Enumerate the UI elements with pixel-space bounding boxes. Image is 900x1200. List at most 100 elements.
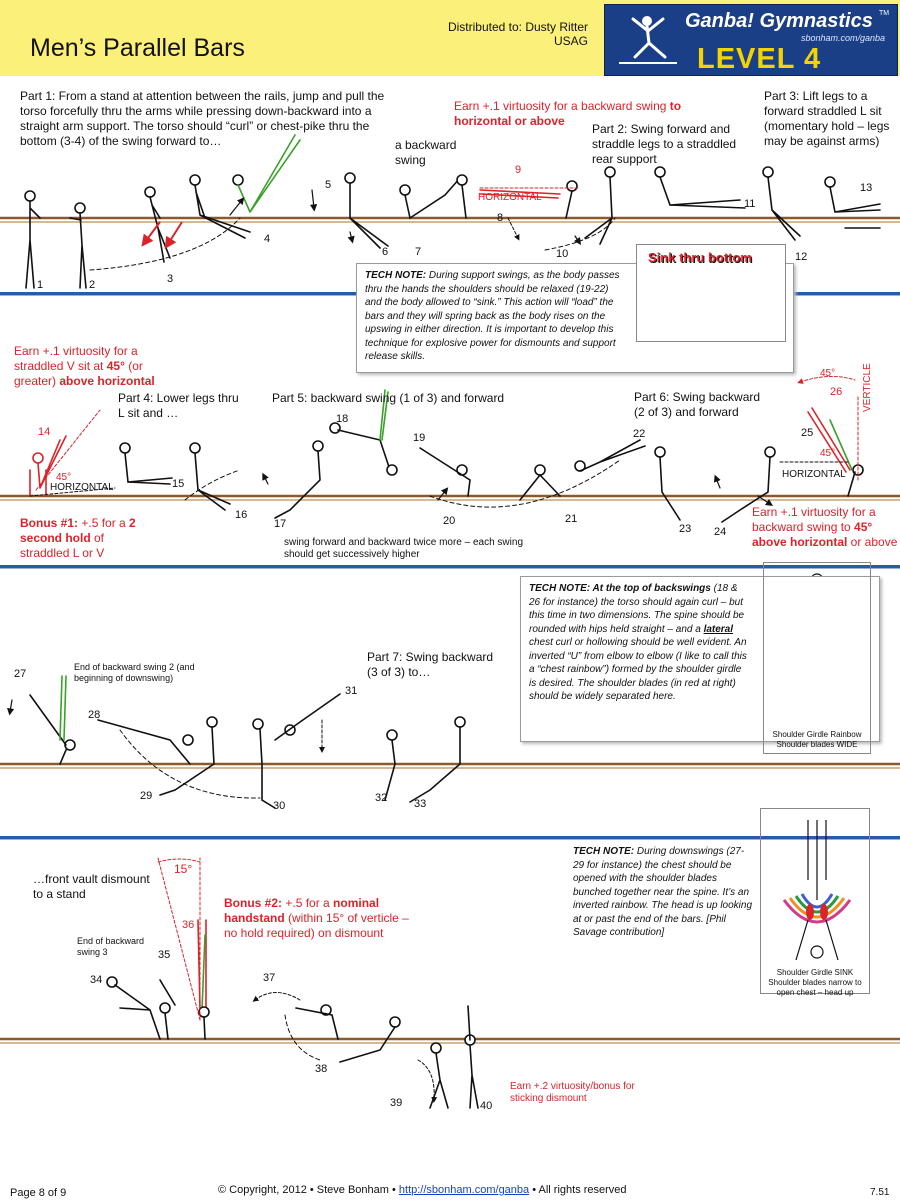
step-number: 26 (830, 386, 843, 398)
step-number: 31 (345, 685, 358, 697)
earn-45-c: or above (847, 535, 898, 549)
bonus1-c: 2 second hold (20, 516, 136, 545)
horizontal-label-right: HORIZONTAL (782, 469, 846, 480)
sink-caption-2: Shoulder blades narrow to open chest – h… (768, 978, 862, 997)
step-number: 22 (633, 428, 646, 440)
logo-level: LEVEL 4 (697, 43, 822, 75)
step-number: 5 (325, 179, 332, 191)
deg45-label-top: 45° (820, 368, 836, 379)
page-title: Men’s Parallel Bars (30, 34, 245, 62)
step-number: 35 (158, 949, 171, 961)
step-number: 8 (497, 212, 504, 224)
part6-description: Part 6: Swing backward (2 of 3) and forw… (634, 390, 761, 419)
earn-45-a: Earn +.1 virtuosity for a backward swing… (752, 505, 876, 534)
bonus1-description: Bonus #1: +.5 for a 2 second hold of str… (20, 516, 150, 561)
step-number: 11 (744, 198, 756, 210)
step-number: 15 (172, 478, 185, 490)
step-number: 38 (315, 1063, 328, 1075)
sink-caption: Shoulder Girdle SINK Shoulder blades nar… (762, 968, 868, 998)
step-number: 9 (515, 164, 522, 176)
step-number: 33 (414, 798, 427, 810)
copyright-text: © Copyright, 2012 • Steve Bonham • (218, 1184, 399, 1196)
tech-note-bold: TECH NOTE: At the top of backswings (529, 583, 711, 594)
sink-thru-bottom-box (636, 244, 786, 342)
step-number: 14 (38, 426, 51, 438)
logo-brand-text: Ganba! Gymnastics (685, 10, 873, 32)
step-number: 3 (167, 273, 174, 285)
deg45-label-left: 45° (56, 472, 72, 483)
part7-description: Part 7: Swing backward (3 of 3) to… (367, 650, 494, 679)
step-number: 6 (382, 246, 389, 258)
backward-swing-label: a backward swing (395, 138, 457, 167)
step-number: 24 (714, 526, 727, 538)
swing-note: swing forward and backward twice more – … (284, 537, 523, 560)
copyright-line: © Copyright, 2012 • Steve Bonham • http:… (218, 1184, 627, 1196)
end-backward-swing-3: End of backward swing 3 (77, 936, 145, 957)
step-number: 27 (14, 668, 27, 680)
step-number: 2 (89, 279, 96, 291)
step-number: 16 (235, 509, 248, 521)
deg45-label-right: 45° (820, 448, 836, 459)
earn-v-c: (or greater) (14, 359, 143, 388)
row2-figures (29, 376, 864, 523)
step-number: 17 (274, 518, 287, 530)
tech-note-backswings: TECH NOTE: At the top of backswings (18 … (520, 576, 880, 742)
ganba-link[interactable]: http://sbonham.com/ganba (398, 1184, 530, 1196)
bar-rails (0, 216, 900, 1044)
step-number: 29 (140, 790, 153, 802)
tech-note-bold: TECH NOTE: (573, 846, 635, 857)
gymnast-logo-icon (619, 16, 677, 64)
step-number: 32 (375, 792, 388, 804)
earn-bold: to horizontal or above (454, 99, 682, 128)
ganba-logo: Ganba! Gymnastics TM sbonham.com/ganba L… (604, 4, 898, 76)
step-number: 10 (556, 248, 569, 260)
step-number: 25 (801, 427, 814, 439)
step-number: 12 (795, 251, 808, 263)
bonus1-b: +.5 for a (78, 516, 130, 530)
step-number: 21 (565, 513, 578, 525)
row4-figures (106, 857, 479, 1109)
row1-figures (24, 134, 881, 289)
sink-thru-bottom-caption: Sink thru bottom (648, 250, 752, 265)
step-number: 18 (336, 413, 349, 425)
rainbow-caption: Shoulder Girdle Rainbow Shoulder blades … (766, 730, 868, 750)
sink-caption-1: Shoulder Girdle SINK (776, 968, 854, 977)
step-number: 7 (415, 246, 422, 258)
earn-45-b: 45° above horizontal (752, 520, 873, 549)
step-number: 19 (413, 432, 426, 444)
logo-url: sbonham.com/ganba (801, 33, 886, 43)
tech-note-text: During support swings, as the body passe… (365, 270, 620, 362)
row3-figures (7, 675, 466, 809)
distributed-to: Distributed to: Dusty Ritter (447, 20, 588, 34)
step-number: 23 (679, 523, 692, 535)
sink-figure-box (760, 808, 870, 994)
rainbow-caption-1: Shoulder Girdle Rainbow (772, 730, 862, 739)
distributed-org: USAG (553, 34, 588, 48)
earn-v-b: 45° (106, 359, 125, 373)
horizontal-label-left: HORIZONTAL (50, 482, 114, 493)
bonus2-c: nominal handstand (224, 896, 380, 925)
tech-note-downswings: TECH NOTE: During downswings (27-29 for … (565, 840, 875, 990)
rainbow-caption-2: Shoulder blades WIDE (776, 740, 858, 749)
step-number: 4 (264, 233, 271, 245)
end-backward-swing-2: End of backward swing 2 (and beginning o… (74, 662, 195, 683)
step-number: 37 (263, 972, 276, 984)
distribution-info: Distributed to: Dusty Ritter USAG (430, 20, 588, 48)
rainbow-figure-box (763, 562, 871, 754)
deg15-label: 15° (174, 862, 193, 876)
bonus2-b: +.5 for a (282, 896, 334, 910)
bonus2-a: Bonus #2: (224, 896, 283, 910)
tech-note-text-2: chest curl or hollowing should be well e… (529, 637, 747, 702)
logo-trademark: TM (879, 10, 890, 17)
verticle-label: VERTICLE (862, 363, 873, 412)
step-number: 39 (390, 1097, 403, 1109)
step-number: 1 (37, 279, 44, 291)
step-number: 36 (182, 919, 195, 931)
part5-description: Part 5: backward swing (1 of 3) and forw… (272, 391, 505, 405)
earn-v-d: above horizontal (59, 374, 155, 388)
earn-text: Earn +.1 virtuosity for a backward swing (454, 99, 670, 113)
step-number: 20 (443, 515, 456, 527)
horizontal-label-row1: HORIZONTAL (478, 192, 542, 203)
step-number: 30 (273, 800, 286, 812)
